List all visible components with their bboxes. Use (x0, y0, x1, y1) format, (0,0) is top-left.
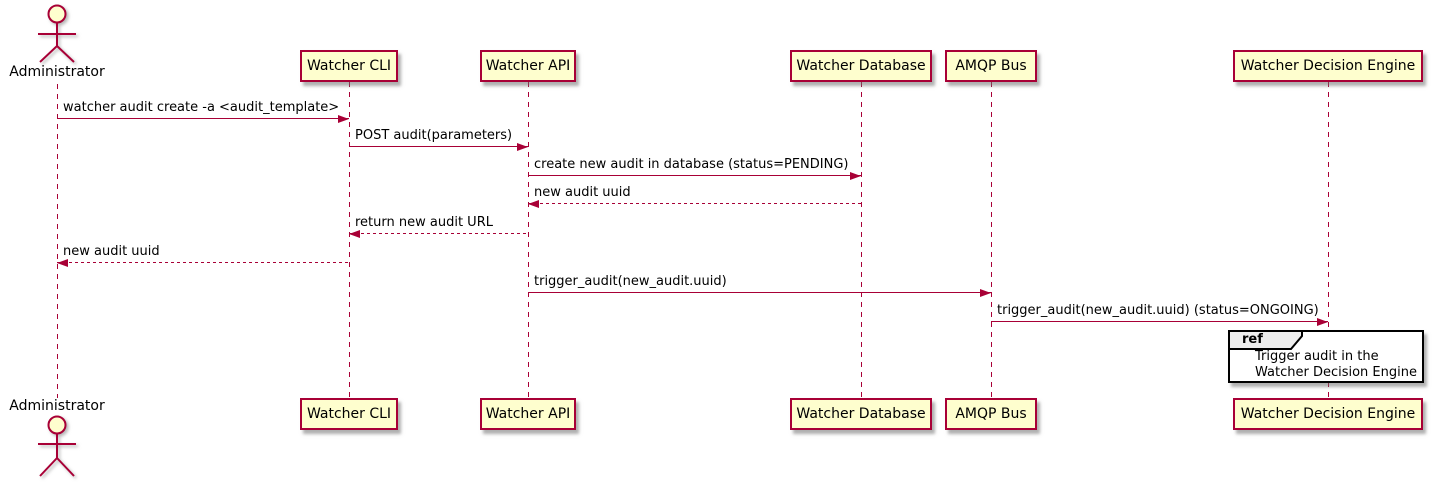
message-line (528, 292, 991, 293)
participant-top-amqp-bus: AMQP Bus (945, 50, 1037, 82)
message-label: new audit uuid (63, 244, 160, 259)
participant-top-watcher-cli: Watcher CLI (300, 50, 398, 82)
message-3-create-audit-db: create new audit in database (status=PEN… (528, 157, 861, 180)
lifeline-watcher-database (861, 82, 862, 398)
participant-label: Watcher API (485, 58, 571, 74)
participant-bottom-watcher-api: Watcher API (480, 398, 576, 430)
actor-label-top: Administrator (9, 64, 105, 80)
ref-text: Trigger audit in the Watcher Decision En… (1255, 349, 1417, 381)
arrowhead-right-icon (517, 143, 528, 151)
ref-text-line1: Trigger audit in the (1255, 349, 1379, 364)
participant-label: Watcher CLI (306, 58, 392, 74)
message-label: trigger_audit(new_audit.uuid) (status=ON… (997, 303, 1319, 318)
message-1-audit-create: watcher audit create -a <audit_template> (57, 100, 349, 123)
ref-text-line2: Watcher Decision Engine (1255, 365, 1417, 380)
lifeline-watcher-decision-engine (1328, 82, 1329, 398)
arrowhead-right-icon (850, 172, 861, 180)
arrowhead-left-icon (349, 230, 360, 238)
participant-bottom-amqp-bus: AMQP Bus (945, 398, 1037, 430)
arrowhead-left-icon (57, 259, 68, 267)
message-5-return-audit-url: return new audit URL (349, 215, 528, 238)
lifeline-administrator (57, 84, 58, 398)
participant-label: Watcher CLI (306, 406, 392, 422)
actor-icon (38, 415, 76, 477)
participant-top-watcher-database: Watcher Database (790, 50, 932, 82)
ref-fragment: ref Trigger audit in the Watcher Decisio… (1228, 330, 1424, 383)
message-line (57, 262, 349, 263)
message-8-trigger-audit-ongoing: trigger_audit(new_audit.uuid) (status=ON… (991, 303, 1328, 326)
participant-label: Watcher Database (796, 58, 926, 74)
message-7-trigger-audit: trigger_audit(new_audit.uuid) (528, 274, 991, 297)
lifeline-watcher-cli (349, 82, 350, 398)
participant-bottom-watcher-database: Watcher Database (790, 398, 932, 430)
message-label: return new audit URL (355, 215, 493, 230)
actor-icon (38, 4, 76, 63)
arrowhead-left-icon (528, 200, 539, 208)
message-label: create new audit in database (status=PEN… (534, 157, 849, 172)
message-6-new-audit-uuid: new audit uuid (57, 244, 349, 267)
message-label: trigger_audit(new_audit.uuid) (534, 274, 727, 289)
message-line (349, 233, 528, 234)
participant-bottom-watcher-decision-engine: Watcher Decision Engine (1233, 398, 1423, 430)
participant-top-watcher-api: Watcher API (480, 50, 576, 82)
ref-tag-label: ref (1242, 332, 1263, 347)
message-4-new-audit-uuid: new audit uuid (528, 185, 861, 208)
message-2-post-audit: POST audit(parameters) (349, 128, 528, 151)
message-line (528, 203, 861, 204)
actor-label-bottom: Administrator (9, 398, 105, 414)
message-line (528, 175, 861, 176)
participant-bottom-watcher-cli: Watcher CLI (300, 398, 398, 430)
message-line (991, 321, 1328, 322)
lifeline-amqp-bus (991, 82, 992, 398)
participant-label: AMQP Bus (955, 406, 1027, 422)
participant-label: AMQP Bus (955, 58, 1027, 74)
participant-label: Watcher Decision Engine (1240, 58, 1416, 74)
message-label: POST audit(parameters) (355, 128, 513, 143)
ref-tag-pentagon-icon (1228, 330, 1303, 350)
message-label: watcher audit create -a <audit_template> (63, 100, 340, 115)
participant-top-watcher-decision-engine: Watcher Decision Engine (1233, 50, 1423, 82)
arrowhead-right-icon (1317, 318, 1328, 326)
arrowhead-right-icon (980, 289, 991, 297)
participant-label: Watcher Database (796, 406, 926, 422)
participant-label: Watcher API (485, 406, 571, 422)
participant-label: Watcher Decision Engine (1240, 406, 1416, 422)
message-label: new audit uuid (534, 185, 631, 200)
message-line (57, 118, 349, 119)
arrowhead-right-icon (338, 115, 349, 123)
message-line (349, 146, 528, 147)
lifeline-watcher-api (528, 82, 529, 398)
